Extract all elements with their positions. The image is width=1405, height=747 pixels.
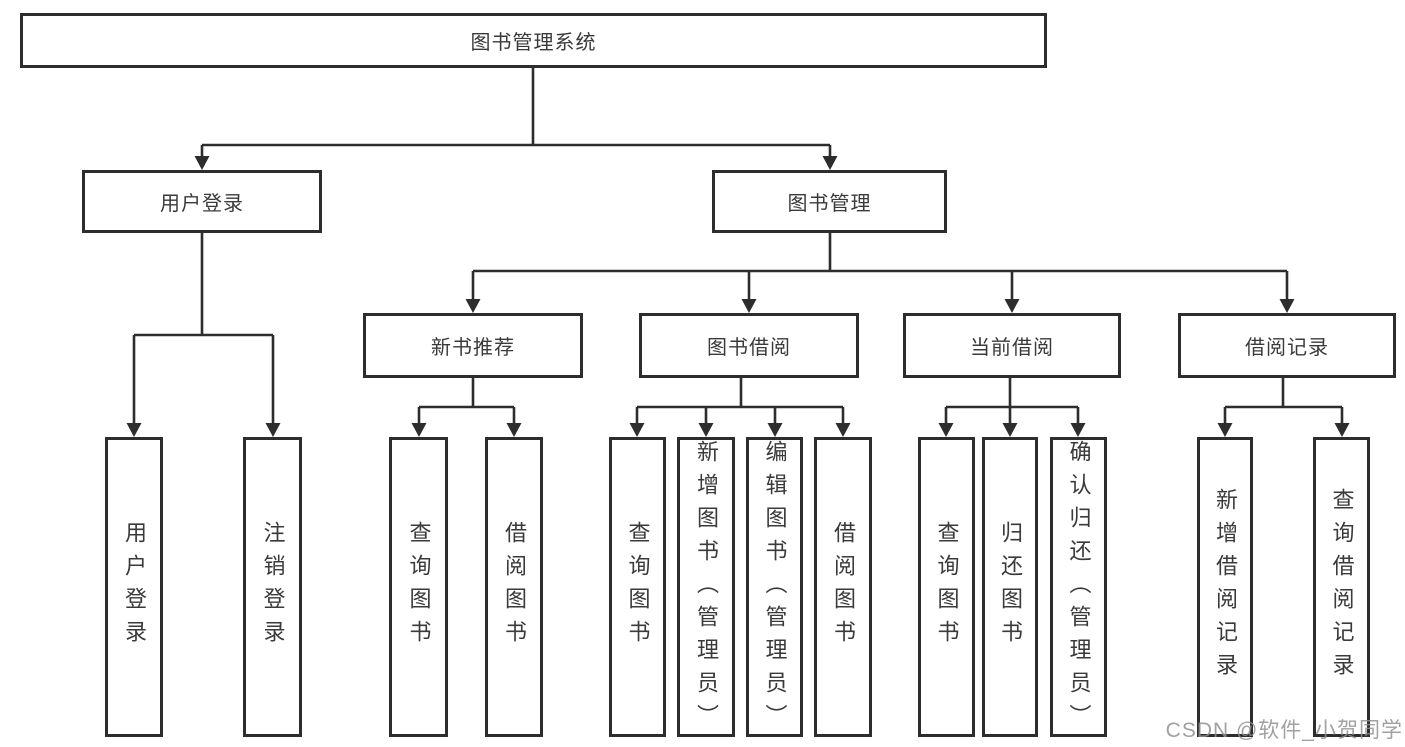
leaf-edit-books-admin-label: 编辑图书（管理员） bbox=[762, 440, 788, 737]
leaf-query-books-current-label: 查询图书 bbox=[934, 521, 960, 653]
leaf-query-books-borrowing-label: 查询图书 bbox=[625, 521, 651, 653]
node-user-login: 用户登录 bbox=[82, 170, 322, 233]
leaf-query-books-current: 查询图书 bbox=[918, 437, 975, 737]
leaf-query-borrow-record: 查询借阅记录 bbox=[1313, 437, 1370, 737]
leaf-logout-label: 注销登录 bbox=[260, 521, 286, 653]
node-current-borrowing: 当前借阅 bbox=[903, 313, 1121, 378]
leaf-return-books: 归还图书 bbox=[982, 437, 1038, 737]
node-book-borrowing: 图书借阅 bbox=[639, 313, 859, 378]
node-user-login-label: 用户登录 bbox=[160, 193, 244, 215]
leaf-query-books-borrowing: 查询图书 bbox=[609, 437, 666, 737]
node-root-label: 图书管理系统 bbox=[470, 32, 597, 54]
node-new-book-recommend-label: 新书推荐 bbox=[431, 337, 515, 359]
node-current-borrowing-label: 当前借阅 bbox=[970, 337, 1054, 359]
leaf-user-login-label: 用户登录 bbox=[122, 521, 147, 653]
node-book-management: 图书管理 bbox=[712, 170, 947, 233]
csdn-watermark: CSDN @软件_小贺同学 bbox=[1165, 719, 1403, 742]
node-book-borrowing-label: 图书借阅 bbox=[707, 337, 791, 359]
leaf-query-books-recommend: 查询图书 bbox=[389, 437, 448, 737]
leaf-borrow-books-recommend: 借阅图书 bbox=[485, 437, 543, 737]
leaf-edit-books-admin: 编辑图书（管理员） bbox=[746, 437, 803, 737]
leaf-add-borrow-record-label: 新增借阅记录 bbox=[1213, 488, 1238, 686]
leaf-borrow-books-recommend-label: 借阅图书 bbox=[502, 521, 527, 653]
leaf-user-login: 用户登录 bbox=[105, 437, 163, 737]
leaf-confirm-return-admin: 确认归还（管理员） bbox=[1050, 437, 1107, 737]
leaf-return-books-label: 归还图书 bbox=[998, 521, 1023, 653]
node-borrowing-records-label: 借阅记录 bbox=[1245, 337, 1329, 359]
leaf-query-borrow-record-label: 查询借阅记录 bbox=[1329, 488, 1355, 686]
leaf-add-books-admin: 新增图书（管理员） bbox=[677, 437, 735, 737]
leaf-add-books-admin-label: 新增图书（管理员） bbox=[694, 440, 719, 737]
leaf-confirm-return-admin-label: 确认归还（管理员） bbox=[1066, 440, 1092, 737]
leaf-add-borrow-record: 新增借阅记录 bbox=[1197, 437, 1253, 737]
node-borrowing-records: 借阅记录 bbox=[1178, 313, 1396, 378]
node-root: 图书管理系统 bbox=[20, 13, 1047, 68]
node-book-management-label: 图书管理 bbox=[787, 193, 872, 215]
node-new-book-recommend: 新书推荐 bbox=[363, 313, 583, 378]
leaf-borrow-books-label: 借阅图书 bbox=[831, 521, 856, 653]
leaf-query-books-recommend-label: 查询图书 bbox=[406, 521, 432, 653]
leaf-logout: 注销登录 bbox=[243, 437, 302, 737]
leaf-borrow-books: 借阅图书 bbox=[814, 437, 872, 737]
